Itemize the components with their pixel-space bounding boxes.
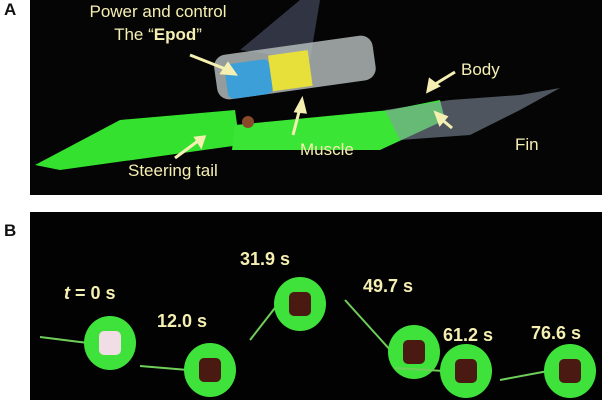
annotation-power-control: Power and control xyxy=(89,2,226,21)
panel-a-photo xyxy=(30,0,602,195)
time-label-4: 61.2 s xyxy=(443,325,493,345)
annotation-epod: The “Epod” xyxy=(114,25,202,44)
time-label-1: 12.0 s xyxy=(157,311,207,331)
robot-tail xyxy=(344,299,393,353)
panel-b-photo xyxy=(30,212,602,400)
robot-tail xyxy=(249,303,279,341)
robot-tail xyxy=(39,336,89,344)
robot-tail xyxy=(499,370,549,381)
robot-core xyxy=(559,359,581,383)
time-label-3: 49.7 s xyxy=(363,276,413,296)
fin-shape xyxy=(385,88,560,140)
annotation-fin: Fin xyxy=(515,135,539,154)
robot-core xyxy=(99,331,121,355)
robot-core xyxy=(403,340,425,364)
time-label-0: t = 0 s xyxy=(64,283,116,303)
annotation-muscle: Muscle xyxy=(300,140,354,159)
steering-tail-shape xyxy=(35,110,240,170)
time-label-2: 31.9 s xyxy=(240,249,290,269)
robot-core xyxy=(455,359,477,383)
steering-motor xyxy=(242,116,254,128)
annotation-body: Body xyxy=(461,60,500,79)
time-label-5: 76.6 s xyxy=(531,323,581,343)
panel-a-arrows xyxy=(174,53,456,160)
robot-tail xyxy=(139,365,189,371)
panel-b-label: B xyxy=(4,221,17,240)
panel-a-label: A xyxy=(4,0,17,19)
robot-core xyxy=(199,358,221,382)
annotation-steering-tail: Steering tail xyxy=(128,161,218,180)
robot-core xyxy=(289,292,311,316)
robot-tail xyxy=(394,367,445,372)
